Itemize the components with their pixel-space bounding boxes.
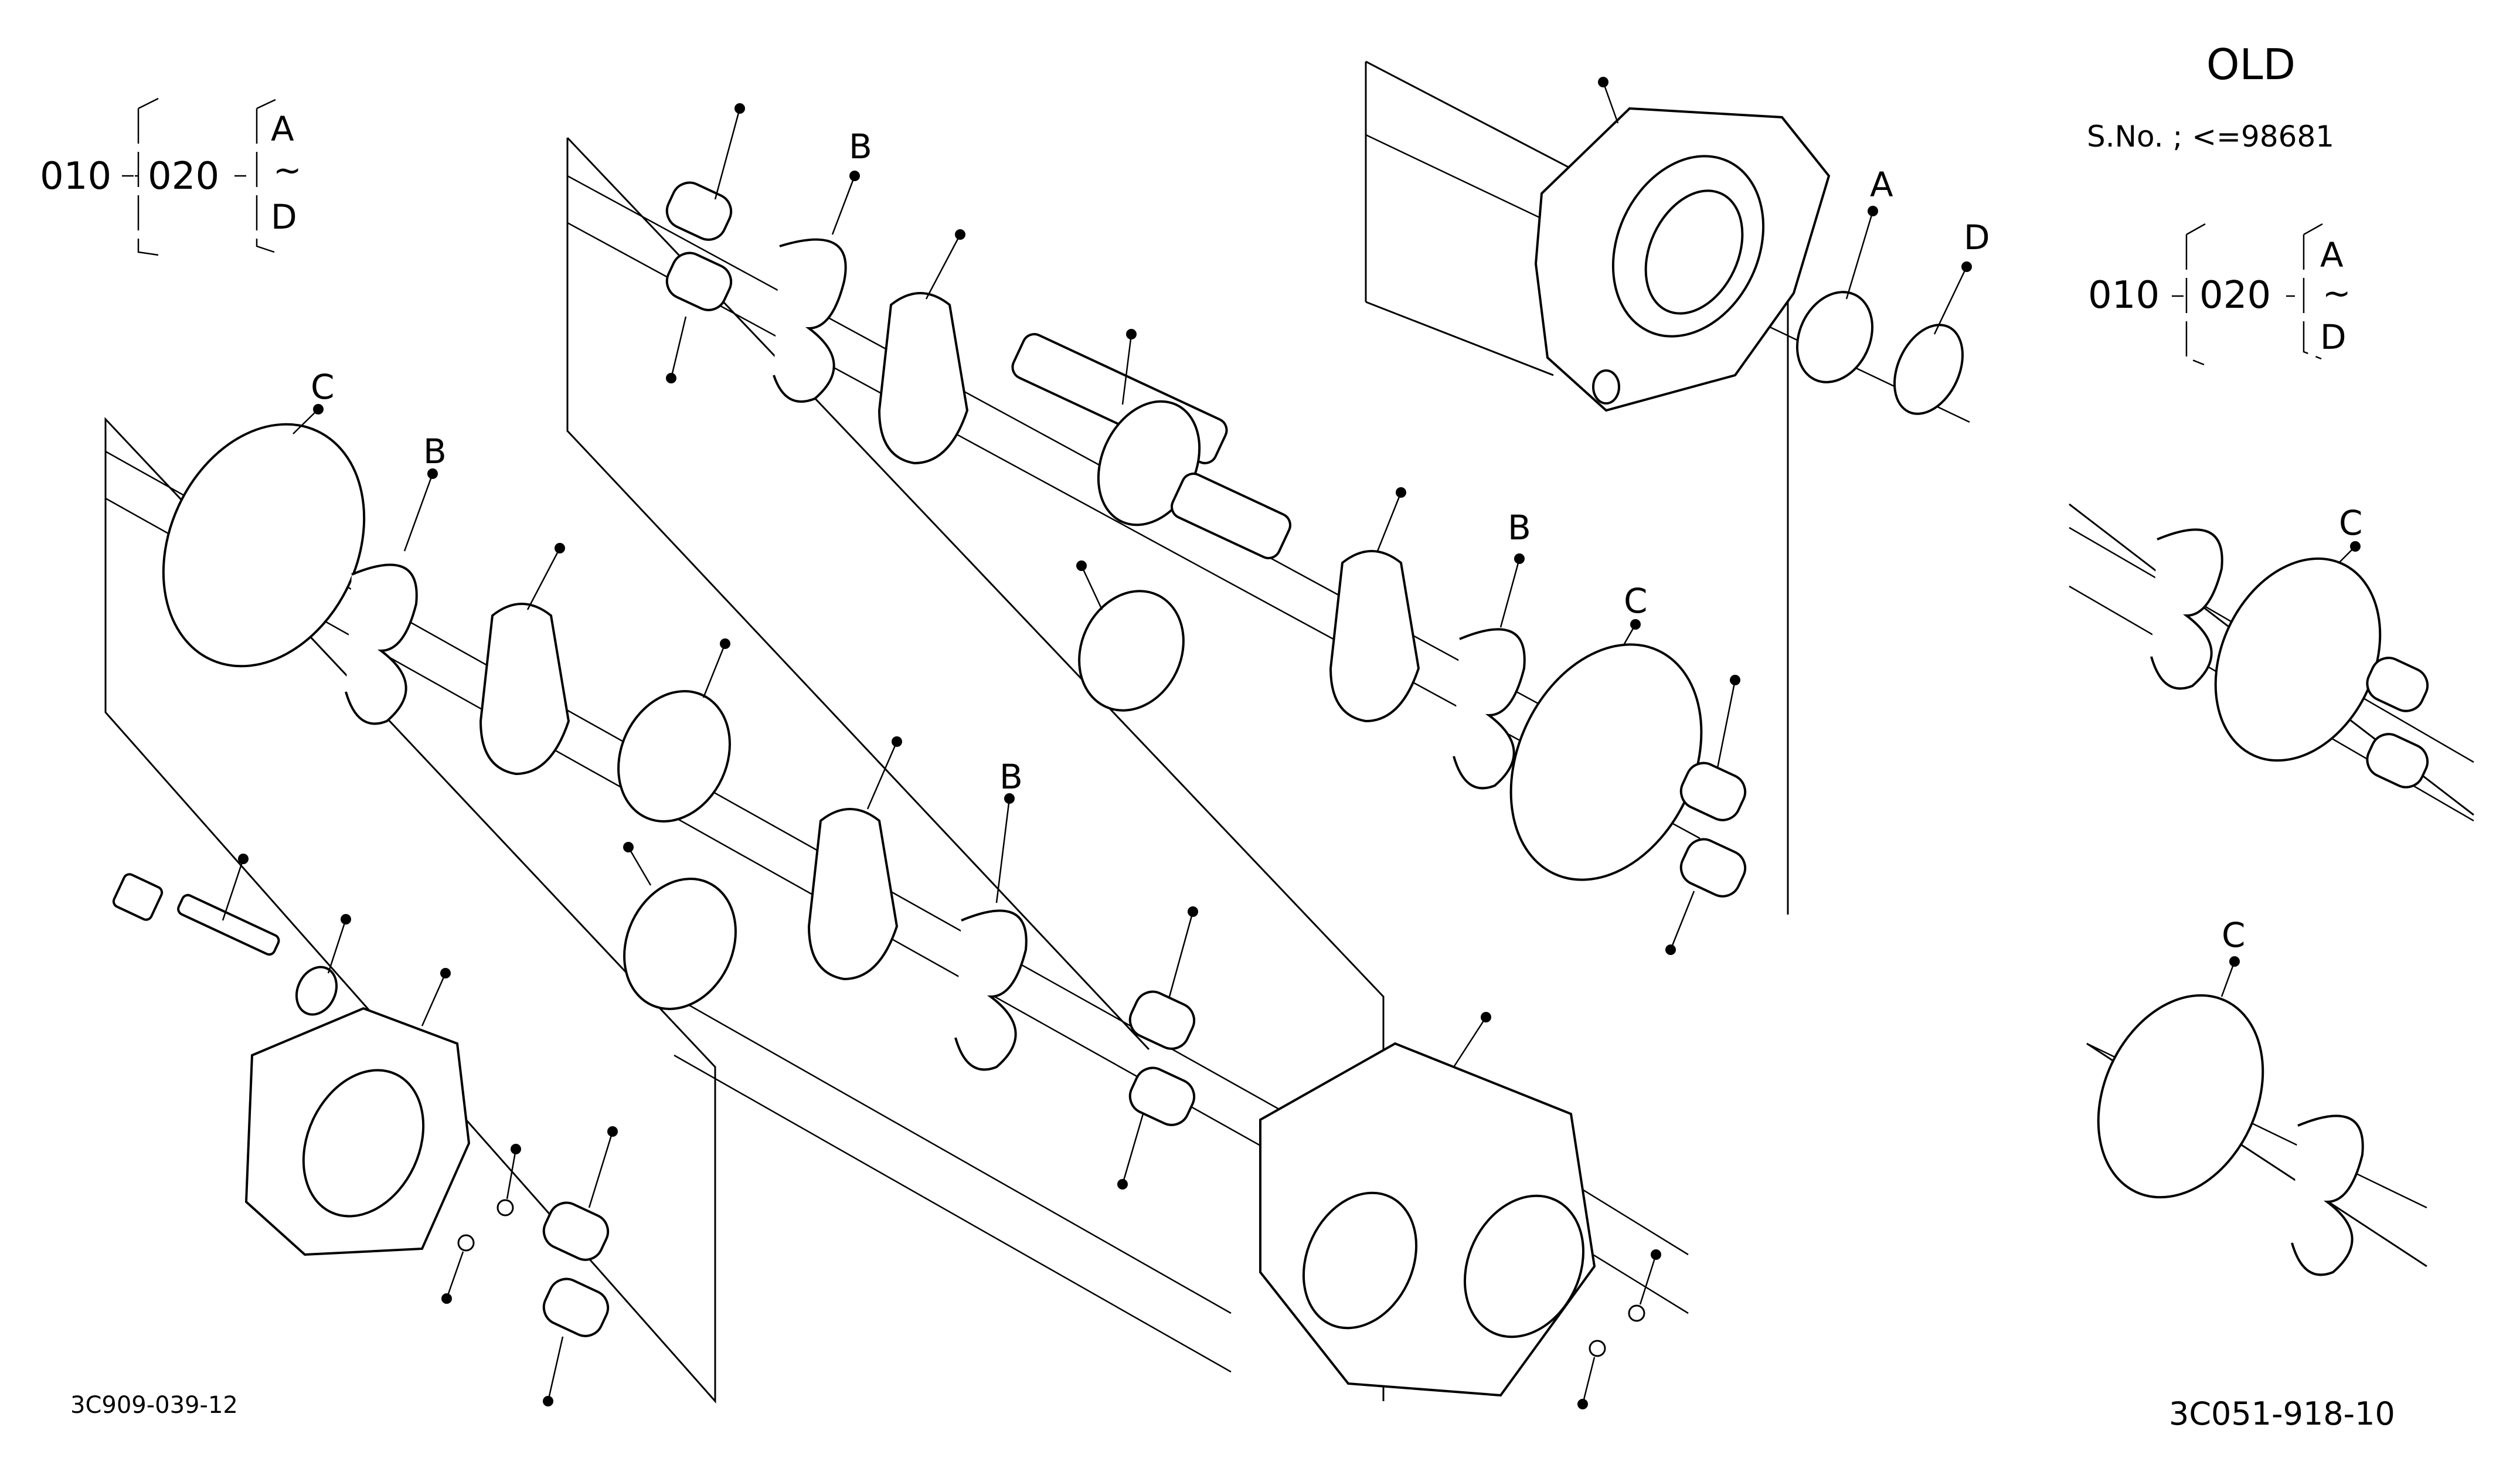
ball-left-upper <box>496 1199 514 1216</box>
legend-left-code-main: 010 <box>40 155 111 198</box>
bushing-front-lower <box>542 1277 610 1337</box>
variant-label: OLD <box>2206 40 2295 89</box>
gear-middle-lower <box>623 878 737 1010</box>
callout-b-low: B <box>999 757 1023 797</box>
drawing-number-left: 3C909-039-12 <box>70 1392 238 1419</box>
legend-right-range-start: A <box>2320 235 2344 275</box>
gear-middle-upper <box>617 690 731 823</box>
legend-left: 010 020 A ~ D <box>40 97 302 256</box>
old-o-ring-low <box>2097 994 2264 1199</box>
front-cover <box>244 1007 471 1256</box>
leader-lines <box>222 77 2361 1409</box>
bushing-low-lower <box>1128 1066 1196 1126</box>
legend-right-range-sep: ~ <box>2322 273 2351 313</box>
ball-left-lower <box>457 1234 475 1252</box>
legend-left-code-sub: 020 <box>148 155 219 198</box>
legend-left-range-end: D <box>271 197 297 237</box>
legend-right-code-sub: 020 <box>2199 274 2271 317</box>
side-plate-right <box>1329 550 1420 723</box>
drive-gear-shaft <box>1011 333 1291 559</box>
oil-seal-a <box>1795 291 1874 383</box>
driven-gear-upper <box>1078 590 1185 712</box>
backup-ring-b-low <box>954 909 1028 1071</box>
callout-b-left: B <box>423 431 447 471</box>
backup-ring-b-left <box>345 563 418 725</box>
pump-body <box>1259 1042 1596 1397</box>
callout-b-top: B <box>849 127 872 166</box>
side-plate-left <box>479 603 570 776</box>
callout-c-left: C <box>311 367 335 407</box>
bushing-front-upper <box>542 1201 610 1261</box>
callout-b-mid: B <box>1508 508 1531 548</box>
old-backup-ring-top <box>2150 528 2223 690</box>
legend-right-range-end: D <box>2320 317 2346 357</box>
legend-left-range-sep: ~ <box>273 150 302 190</box>
old-o-ring-top <box>2214 557 2382 762</box>
legend-right: 010 020 A ~ D <box>2088 223 2351 366</box>
top-bushings <box>665 181 733 311</box>
old-bushing-upper <box>2366 657 2429 712</box>
callout-c-old-low: C <box>2222 915 2246 955</box>
ball-right-upper <box>1628 1304 1645 1322</box>
legend-left-range-start: A <box>271 109 294 149</box>
legend-right-code-main: 010 <box>2088 274 2159 317</box>
backup-ring-b-mid <box>1453 628 1526 790</box>
bushing-low-upper <box>1128 990 1196 1050</box>
bushing-right-upper <box>1679 762 1747 821</box>
relief-screw <box>112 873 280 956</box>
bushing-right-lower <box>1679 838 1747 898</box>
callout-c-mid: C <box>1624 581 1648 621</box>
backup-ring-b-top <box>773 238 847 403</box>
washer <box>295 966 338 1016</box>
drawing-number-right: 3C051-918-10 <box>2169 1395 2395 1432</box>
ball-right-lower <box>1589 1340 1606 1357</box>
serial-number-label: S.No. ; <=98681 <box>2087 120 2334 154</box>
flange-housing <box>1534 107 1831 412</box>
old-backup-ring-low <box>2291 1114 2364 1276</box>
callout-a-seal: A <box>1870 165 1893 205</box>
side-plate-top <box>878 292 969 465</box>
callout-d-ring: D <box>1964 218 1990 257</box>
old-bushing-lower <box>2366 733 2429 789</box>
side-plate-middle <box>807 808 899 981</box>
callout-c-old-top: C <box>2339 503 2363 543</box>
o-ring-c-left <box>162 423 366 668</box>
retaining-ring-d <box>1893 324 1964 415</box>
